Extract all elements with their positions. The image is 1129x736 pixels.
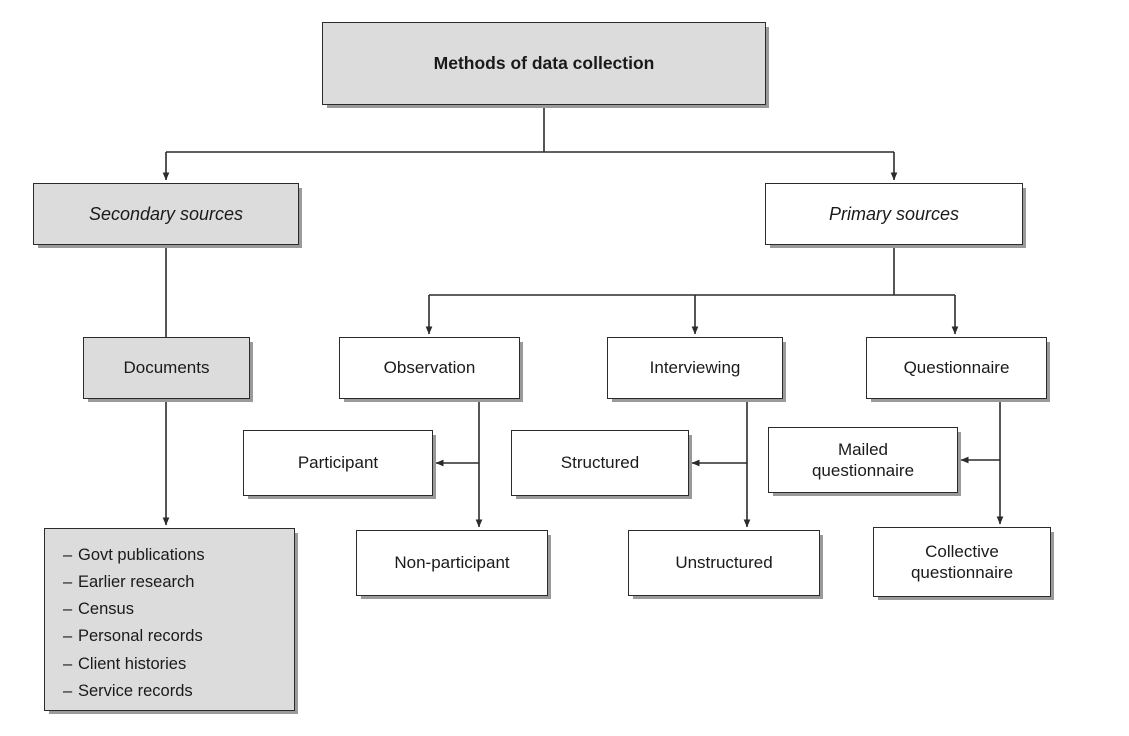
node-label: Methods of data collection [433,52,655,73]
list-item: –Earlier research [63,573,195,592]
list-dash: – [63,627,73,646]
node-label: Documents [123,358,210,378]
node-label: Primary sources [828,203,960,224]
node-label: Structured [560,453,640,473]
list-dash: – [63,600,73,619]
list-item: –Personal records [63,627,203,646]
node-label: Collective questionnaire [910,541,1014,582]
node-primary-sources[interactable]: Primary sources [765,183,1023,245]
node-secondary-sources[interactable]: Secondary sources [33,183,299,245]
node-documents[interactable]: Documents [83,337,250,399]
node-label: Unstructured [675,553,773,573]
list-dash: – [63,546,73,564]
node-observation[interactable]: Observation [339,337,520,399]
node-questionnaire[interactable]: Questionnaire [866,337,1047,399]
node-interviewing[interactable]: Interviewing [607,337,783,399]
node-label: Mailed questionnaire [811,439,915,480]
list-item: –Service records [63,681,193,700]
list-item: –Client histories [63,654,187,673]
node-unstructured[interactable]: Unstructured [628,530,820,596]
node-collective-questionnaire[interactable]: Collective questionnaire [873,527,1051,597]
node-label: Observation [383,358,476,378]
node-label: Participant [297,453,379,473]
list-dash: – [63,654,73,673]
node-secondary-source-examples[interactable]: –Govt publications –Earlier research –Cens… [44,528,295,711]
node-label: Secondary sources [88,203,244,224]
node-participant[interactable]: Participant [243,430,433,496]
node-label: Non-participant [394,553,510,573]
list-item: –Census [63,600,134,619]
node-mailed-questionnaire[interactable]: Mailed questionnaire [768,427,958,493]
node-methods-of-data-collection[interactable]: Methods of data collection [322,22,766,105]
node-label: Questionnaire [903,358,1010,378]
secondary-source-example-list: –Govt publications –Earlier research –Cens… [45,529,205,708]
list-dash: – [63,681,73,700]
node-structured[interactable]: Structured [511,430,689,496]
list-item: –Govt publications [63,546,205,564]
list-dash: – [63,573,73,592]
node-label: Interviewing [649,358,741,378]
node-non-participant[interactable]: Non-participant [356,530,548,596]
